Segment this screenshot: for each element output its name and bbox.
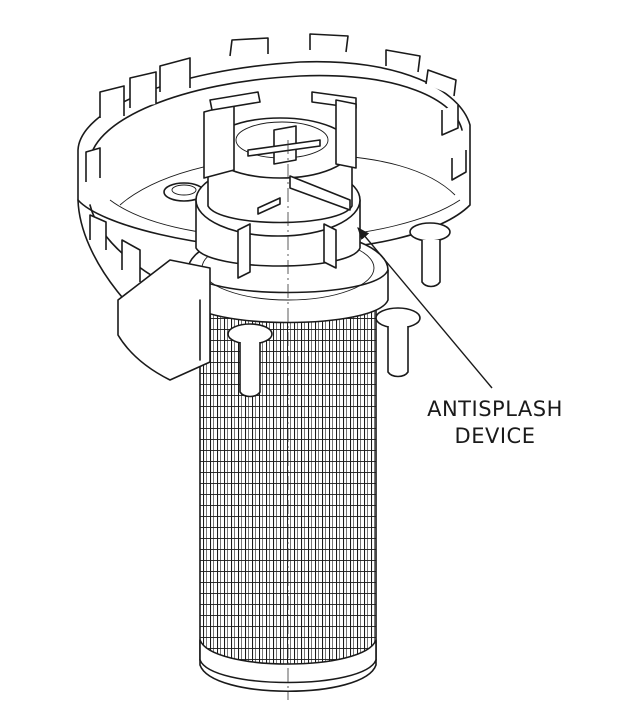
- callout-line-2: DEVICE: [454, 424, 536, 448]
- mounting-screw-front-right: [375, 307, 421, 378]
- mounting-screw-front-left: [227, 323, 273, 398]
- callout-leader-line: [357, 227, 493, 389]
- front-flange: [117, 259, 211, 381]
- antisplash-device: [195, 91, 361, 279]
- mounting-screw-right-floor: [409, 222, 451, 288]
- callout-line-1: ANTISPLASH: [427, 397, 563, 421]
- antisplash-device-label: ANTISPLASH DEVICE: [410, 396, 580, 450]
- rim-notches: [85, 33, 467, 282]
